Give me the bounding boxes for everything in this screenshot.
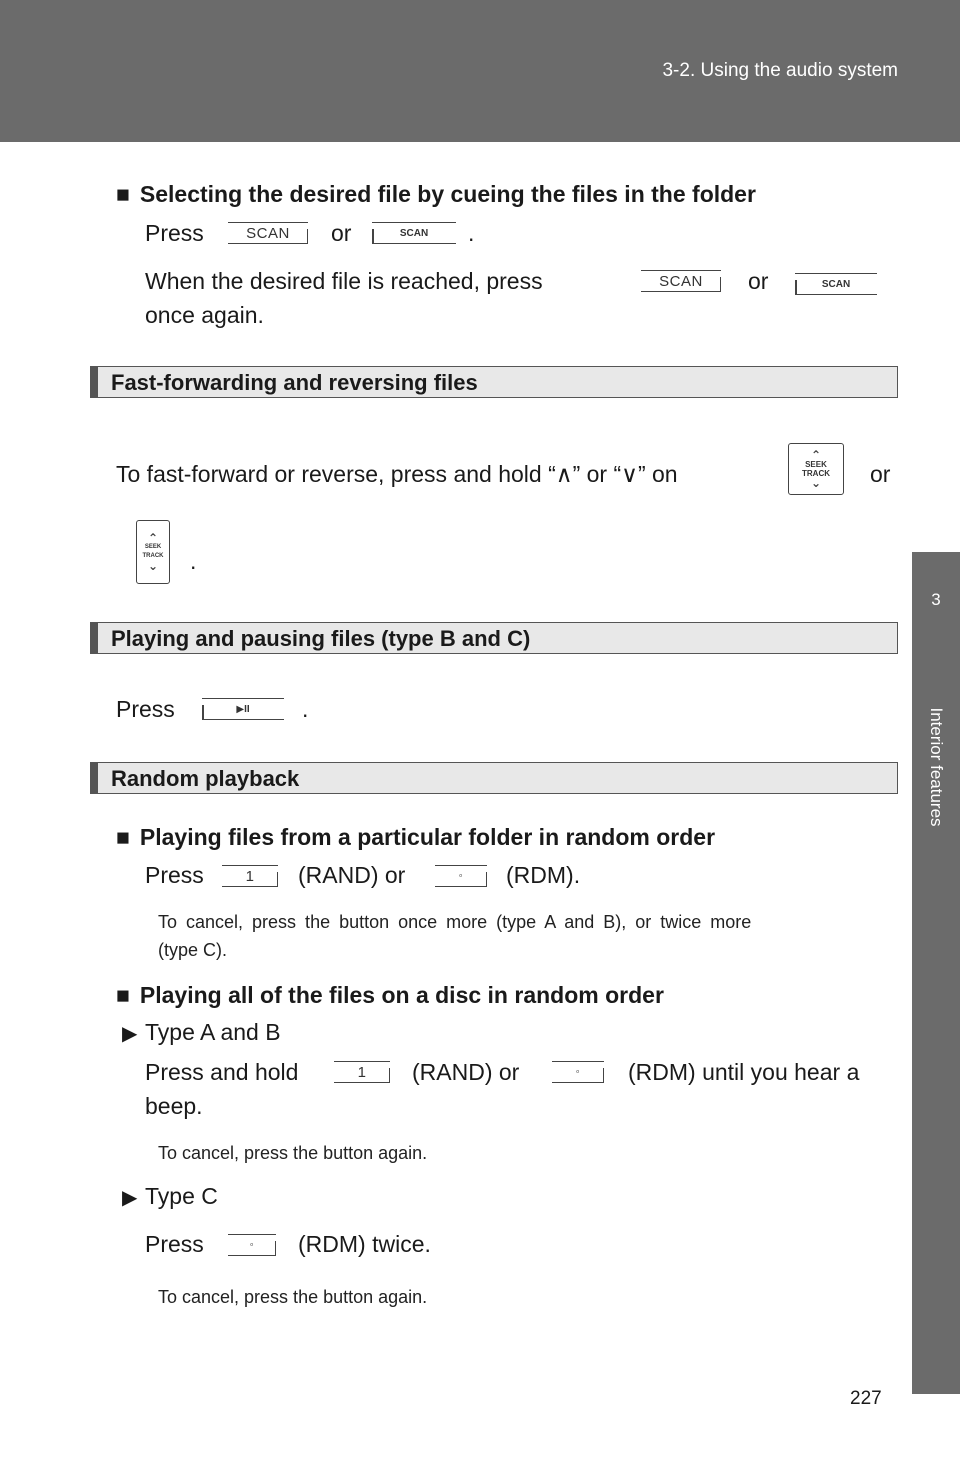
or-text: or bbox=[870, 461, 891, 487]
scan-button: SCAN bbox=[228, 222, 308, 244]
when-text: When the desired file is reached, press bbox=[145, 268, 543, 294]
press-text: Press bbox=[145, 1231, 204, 1257]
disc-heading-text: Playing all of the files on a disc in ra… bbox=[139, 982, 664, 1008]
chapter-tab: 3 Interior features bbox=[912, 552, 960, 1394]
rdm-until-text: (RDM) until you hear a bbox=[628, 1059, 860, 1085]
cancel-again-note: To cancel, press the button again. bbox=[158, 1287, 428, 1307]
play-pause-icon: ▶II bbox=[236, 703, 250, 715]
chevron-down-icon: ⌄ bbox=[810, 476, 822, 490]
section-bar-fast-forward: Fast-forwarding and reversing files bbox=[90, 366, 898, 398]
scan-button-alt: SCAN bbox=[795, 273, 877, 295]
seek-track-button: ⌃ SEEK TRACK ⌄ bbox=[788, 443, 844, 495]
cue-heading: ■ Selecting the desired file by cueing th… bbox=[116, 181, 756, 208]
cancel-note: To cancel, press the button once more (t… bbox=[158, 912, 752, 932]
chapter-number: 3 bbox=[931, 590, 941, 609]
seek-track-button-vertical: ⌃ SEEK TRACK ⌄ bbox=[136, 520, 170, 584]
once-again-text: once again. bbox=[145, 302, 264, 328]
beep-text: beep. bbox=[145, 1093, 203, 1119]
section-title: Random playback bbox=[111, 766, 300, 791]
section-bar-play-pause: Playing and pausing files (type B and C) bbox=[90, 622, 898, 654]
triangle-bullet-icon: ▶ bbox=[122, 1023, 138, 1045]
preset-1-button: 1 bbox=[334, 1061, 390, 1083]
press-text: Press bbox=[145, 862, 204, 888]
section-title: Playing and pausing files (type B and C) bbox=[111, 626, 531, 651]
cancel-again-note: To cancel, press the button again. bbox=[158, 1143, 428, 1163]
folder-heading: ■ Playing files from a particular folder … bbox=[116, 824, 715, 851]
rand-text: (RAND) or bbox=[298, 862, 406, 888]
press-hold-text: Press and hold bbox=[145, 1059, 299, 1085]
press-text: Press bbox=[116, 696, 175, 722]
ff-text: To fast-forward or reverse, press and ho… bbox=[116, 461, 678, 487]
chevron-down-icon: ⌄ bbox=[147, 559, 159, 573]
page-number: 227 bbox=[850, 1388, 882, 1409]
period: . bbox=[468, 220, 475, 246]
period: . bbox=[302, 696, 309, 722]
square-bullet: ■ bbox=[116, 982, 130, 1008]
rand-text: (RAND) or bbox=[412, 1059, 520, 1085]
rdm-twice-text: (RDM) twice. bbox=[298, 1231, 431, 1257]
scan-button: SCAN bbox=[641, 270, 721, 292]
press-text: Press bbox=[145, 220, 204, 246]
rdm-text: (RDM). bbox=[506, 862, 581, 888]
scan-button-alt: SCAN bbox=[372, 222, 456, 244]
cue-heading-text: Selecting the desired file by cueing the… bbox=[139, 181, 756, 207]
type-ab-text: Type A and B bbox=[145, 1019, 281, 1045]
rdm-button: ◦ bbox=[228, 1234, 276, 1256]
type-c-text: Type C bbox=[145, 1183, 218, 1209]
triangle-bullet-icon: ▶ bbox=[122, 1187, 138, 1209]
section-title: Fast-forwarding and reversing files bbox=[111, 370, 478, 395]
header-title: 3-2. Using the audio system bbox=[662, 60, 898, 81]
chevron-up-icon: ⌃ bbox=[147, 531, 159, 545]
page-header: 3-2. Using the audio system bbox=[0, 0, 960, 142]
square-bullet: ■ bbox=[116, 824, 130, 850]
chevron-up-icon: ⌃ bbox=[810, 448, 822, 462]
rdm-button: ◦ bbox=[552, 1061, 604, 1083]
or-text: or bbox=[331, 220, 352, 246]
chapter-label: Interior features bbox=[927, 707, 946, 827]
square-bullet: ■ bbox=[116, 181, 130, 207]
cancel-note-2: (type C). bbox=[158, 940, 228, 960]
folder-heading-text: Playing files from a particular folder i… bbox=[139, 824, 716, 850]
preset-1-button: 1 bbox=[222, 865, 278, 887]
disc-heading: ■ Playing all of the files on a disc in r… bbox=[116, 982, 664, 1009]
period: . bbox=[190, 548, 197, 574]
play-pause-button: ▶II bbox=[202, 698, 284, 720]
or-text: or bbox=[748, 268, 769, 294]
section-bar-random: Random playback bbox=[90, 762, 898, 794]
rdm-button: ◦ bbox=[435, 865, 487, 887]
